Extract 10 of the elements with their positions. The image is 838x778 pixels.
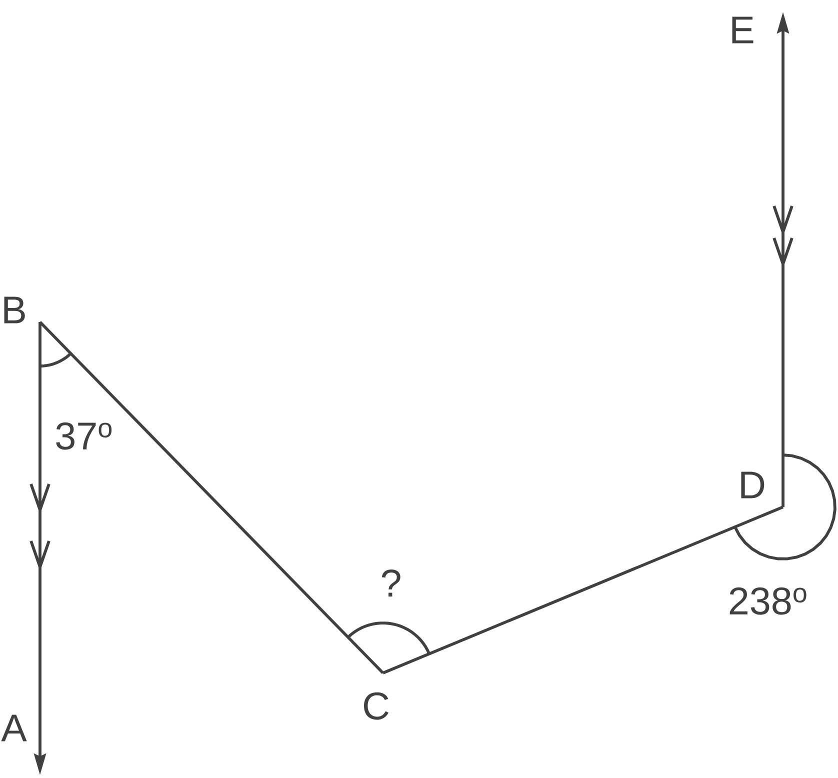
line-segment xyxy=(382,506,784,674)
point-label: E xyxy=(732,16,754,44)
point-label: A xyxy=(1,714,27,742)
angle-label: 37$^{o}$ xyxy=(56,422,112,450)
point-label: B xyxy=(4,296,25,324)
angle-label: ? xyxy=(382,570,400,596)
point-label: C xyxy=(364,692,388,720)
angle-label: 238$^{o}$ xyxy=(730,587,806,615)
line-segment xyxy=(38,320,384,674)
point-label: D xyxy=(741,472,764,498)
